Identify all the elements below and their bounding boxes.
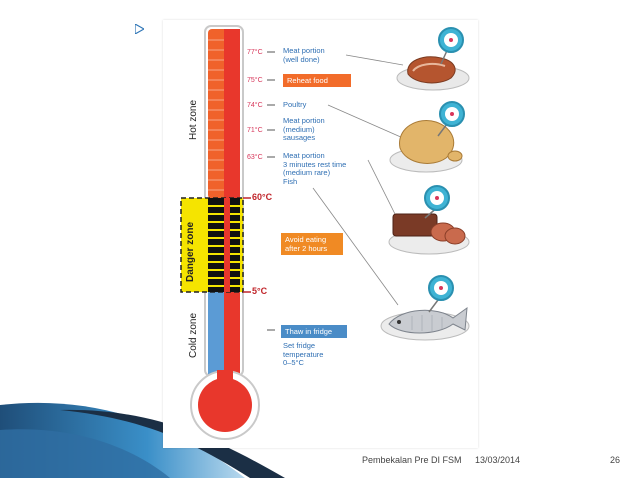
desc-line: sausages [283, 133, 316, 142]
desc-poultry: Poultry [283, 100, 307, 109]
thaw-in-fridge-tag: Thaw in fridge [281, 325, 347, 338]
roast-chicken-icon [389, 101, 465, 173]
footer-title: Pembekalan Pre DI FSM [362, 455, 462, 465]
desc-line: Meat portion [283, 116, 325, 125]
desc-fridge: Set fridge temperature 0–5°C [283, 341, 324, 368]
footer-date: 13/03/2014 [475, 455, 521, 465]
desc-line: (well done) [283, 54, 320, 64]
avoid-eating-tag: Avoid eating after 2 hours [281, 233, 343, 255]
danger-zone-label: Danger zone [185, 221, 196, 282]
desc-line: (medium) [283, 124, 315, 134]
desc-line: Meat portion [283, 46, 325, 55]
temp-63c: 63°C [247, 154, 263, 161]
boundary-5c: 5°C [252, 286, 268, 296]
sliced-meat-icon [388, 185, 470, 255]
food-temperature-infographic: Hot zone Danger zone Cold zone 60°C 5°C … [163, 20, 478, 448]
boundary-60c: 60°C [252, 192, 273, 202]
thermometer [180, 25, 404, 440]
desc-medium-rare: Meat portion 3 minutes rest time (medium… [283, 151, 347, 186]
desc-line: Meat portion [283, 151, 325, 160]
desc-line: (medium rare) [283, 168, 331, 177]
tag-line: Avoid eating [285, 235, 327, 244]
temp-74c: 74°C [247, 102, 263, 109]
cold-zone-label: Cold zone [188, 312, 199, 358]
desc-line: Set fridge [283, 341, 316, 350]
temp-71c: 71°C [247, 127, 263, 134]
temp-77c: 77°C [247, 49, 263, 56]
temp-75c: 75°C [247, 77, 263, 84]
tag-line: after 2 hours [285, 244, 328, 253]
bullet-icon [135, 24, 144, 34]
hot-zone-label: Hot zone [188, 99, 199, 140]
desc-line: Fish [283, 176, 298, 186]
desc-well-done: Meat portion (well done) [283, 46, 325, 64]
reheat-food-tag: Reheat food [283, 74, 351, 87]
fish-icon [380, 275, 470, 341]
desc-medium: Meat portion (medium) sausages [283, 116, 325, 143]
desc-line: temperature [283, 349, 324, 359]
desc-line: 0–5°C [283, 358, 304, 367]
steak-icon [396, 27, 470, 91]
footer-page-number: 26 [610, 455, 621, 465]
desc-line: 3 minutes rest time [283, 159, 347, 169]
